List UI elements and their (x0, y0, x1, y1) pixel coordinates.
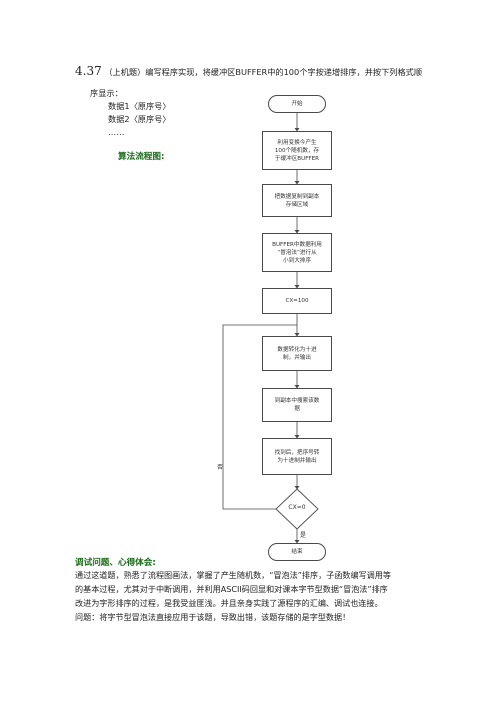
flowchart-step-convert: 数据转化为十进 制，并输出 (262, 336, 332, 371)
debug-line-3: 改进为字形排序的过程，是我受益匪浅。并且亲身实践了源程序的汇编、调试也连接。 (75, 598, 383, 608)
flowchart-label: 算法流程图: (118, 152, 165, 162)
flowchart-step-output-index: 找到后，把序号转 为十进制并输出 (262, 438, 332, 475)
debug-line-2: 的基本过程，尤其对于中断调用，并利用ASCII码回显和对课本字节型数据“冒泡法”… (75, 584, 388, 594)
question-text-cont: 序显示： (90, 88, 123, 98)
question-title: 4.37 （上机题）编写程序实现，将缓冲区BUFFER中的100个字按递增排序，… (75, 64, 423, 78)
format-line-3: …… (108, 127, 125, 137)
format-line-1: 数据1〈原序号〉 (108, 101, 171, 111)
flowchart-no-label: 否 (217, 464, 224, 471)
question-text: （上机题）编写程序实现，将缓冲区BUFFER中的100个字按递增排序，并按下列格… (104, 67, 423, 77)
debug-heading: 调试问题、心得体会: (75, 558, 156, 568)
debug-line-1: 通过这道题，熟悉了流程图画法，掌握了产生随机数，“冒泡法”排序，子函数编写调用等 (75, 570, 391, 580)
question-number: 4.37 (75, 64, 102, 78)
format-line-2: 数据2〈原序号〉 (108, 114, 171, 124)
flowchart-step-search: 到副本中搜索该数 据 (262, 388, 332, 422)
flowchart-step-copy: 把数据复制到副本 存储区域 (262, 184, 332, 217)
decision-diamond (275, 488, 319, 530)
debug-line-4: 问题：将字节型冒泡法直接应用于该题，导致出错，该题存储的是字型数据！ (75, 612, 351, 622)
flowchart-start: 开始 (268, 95, 326, 113)
connector-loop-no (222, 324, 297, 510)
flowchart-step-sort: BUFFER中数据利用 “冒泡法”进行从 小到大排序 (262, 233, 332, 272)
flowchart-step-generate: 利用变换今产生 100个随机数，存 于缓冲区BUFFER (262, 131, 332, 170)
flowchart-step-init-cx: CX=100 (262, 288, 332, 314)
flowchart-yes-label: 是 (300, 532, 307, 539)
flowchart-end: 结束 (268, 543, 326, 561)
flowchart-decision-label: CX=0 (288, 504, 306, 511)
